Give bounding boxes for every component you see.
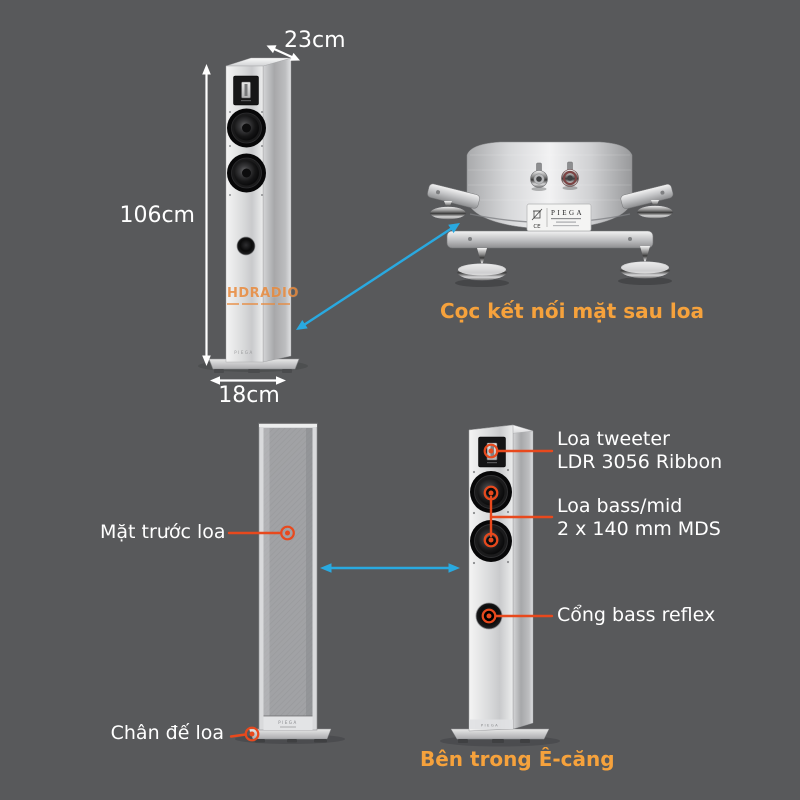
ce-mark: CE	[533, 224, 541, 230]
label-bass-line1: Loa bass/mid	[557, 495, 683, 517]
marker-woofer-top	[483, 485, 499, 501]
top-width-arrow	[266, 45, 300, 61]
brand-text: PIEGA	[481, 723, 499, 728]
callout-lines	[227, 449, 554, 738]
label-bass-reflex-port: Cổng bass reflex	[557, 604, 716, 626]
label-front-face: Mặt trước loa	[100, 521, 226, 543]
watermark-text: HDRADIO	[227, 286, 299, 301]
marker-base	[244, 726, 260, 742]
label-bass-mid: Loa bass/mid 2 x 140 mm MDS	[557, 495, 721, 541]
front-foot	[618, 246, 672, 285]
rear-foot	[636, 200, 674, 219]
brand-text: PIEGA	[278, 720, 297, 725]
front-bar	[446, 230, 654, 249]
callout-markers	[244, 443, 499, 742]
label-base: Chân đế loa	[110, 722, 224, 744]
woofer	[227, 153, 266, 193]
dimension-base-depth: 18cm	[218, 383, 280, 408]
watermark-tagline	[227, 303, 297, 305]
screws	[229, 111, 263, 196]
rear-arm	[620, 184, 674, 209]
brand-text: PIEGA	[551, 209, 584, 217]
bass-reflex-port	[236, 236, 256, 256]
caption-grille-inside: Bên trong Ê-căng	[420, 747, 615, 771]
grille	[263, 428, 313, 716]
brand-text: PIEGA	[234, 350, 253, 355]
label-tweeter-line1: Loa tweeter	[557, 428, 670, 450]
weee-icon	[531, 208, 543, 221]
dimension-height: 106cm	[119, 203, 195, 228]
height-arrow	[202, 64, 211, 366]
watermark: HDRADIO	[227, 286, 299, 305]
caption-connector: Cọc kết nối mặt sau loa	[440, 299, 704, 323]
rear-foot	[429, 201, 467, 220]
depth-arrow	[210, 376, 286, 385]
grille-link-arrow	[320, 563, 460, 573]
label-bass-line2: 2 x 140 mm MDS	[557, 518, 721, 540]
marker-grille	[280, 525, 295, 541]
binding-post	[561, 161, 579, 190]
connector-closeup: CE PIEGA	[427, 141, 674, 287]
screws	[472, 468, 510, 565]
label-tweeter-line2: LDR 3056 Ribbon	[557, 451, 723, 473]
brand-plate: CE PIEGA	[526, 203, 592, 232]
speaker-three-quarter-view: PIEGA	[198, 57, 308, 373]
dimension-arrows	[202, 45, 300, 385]
woofer	[227, 108, 266, 148]
rear-arm	[427, 183, 480, 209]
marker-port	[481, 608, 497, 624]
speaker-front-drivers-view: PIEGA	[440, 424, 560, 747]
dimension-top-width: 23cm	[284, 28, 346, 53]
front-foot	[455, 248, 509, 287]
closeup-link-arrow	[296, 223, 460, 330]
binding-post	[530, 162, 548, 191]
marker-tweeter	[483, 443, 499, 459]
speaker-front-grille-view: PIEGA	[235, 422, 345, 744]
label-tweeter: Loa tweeter LDR 3056 Ribbon	[557, 428, 722, 474]
link-arrows	[296, 223, 460, 573]
marker-woofer-bottom	[483, 532, 499, 548]
tweeter-panel	[233, 75, 259, 106]
